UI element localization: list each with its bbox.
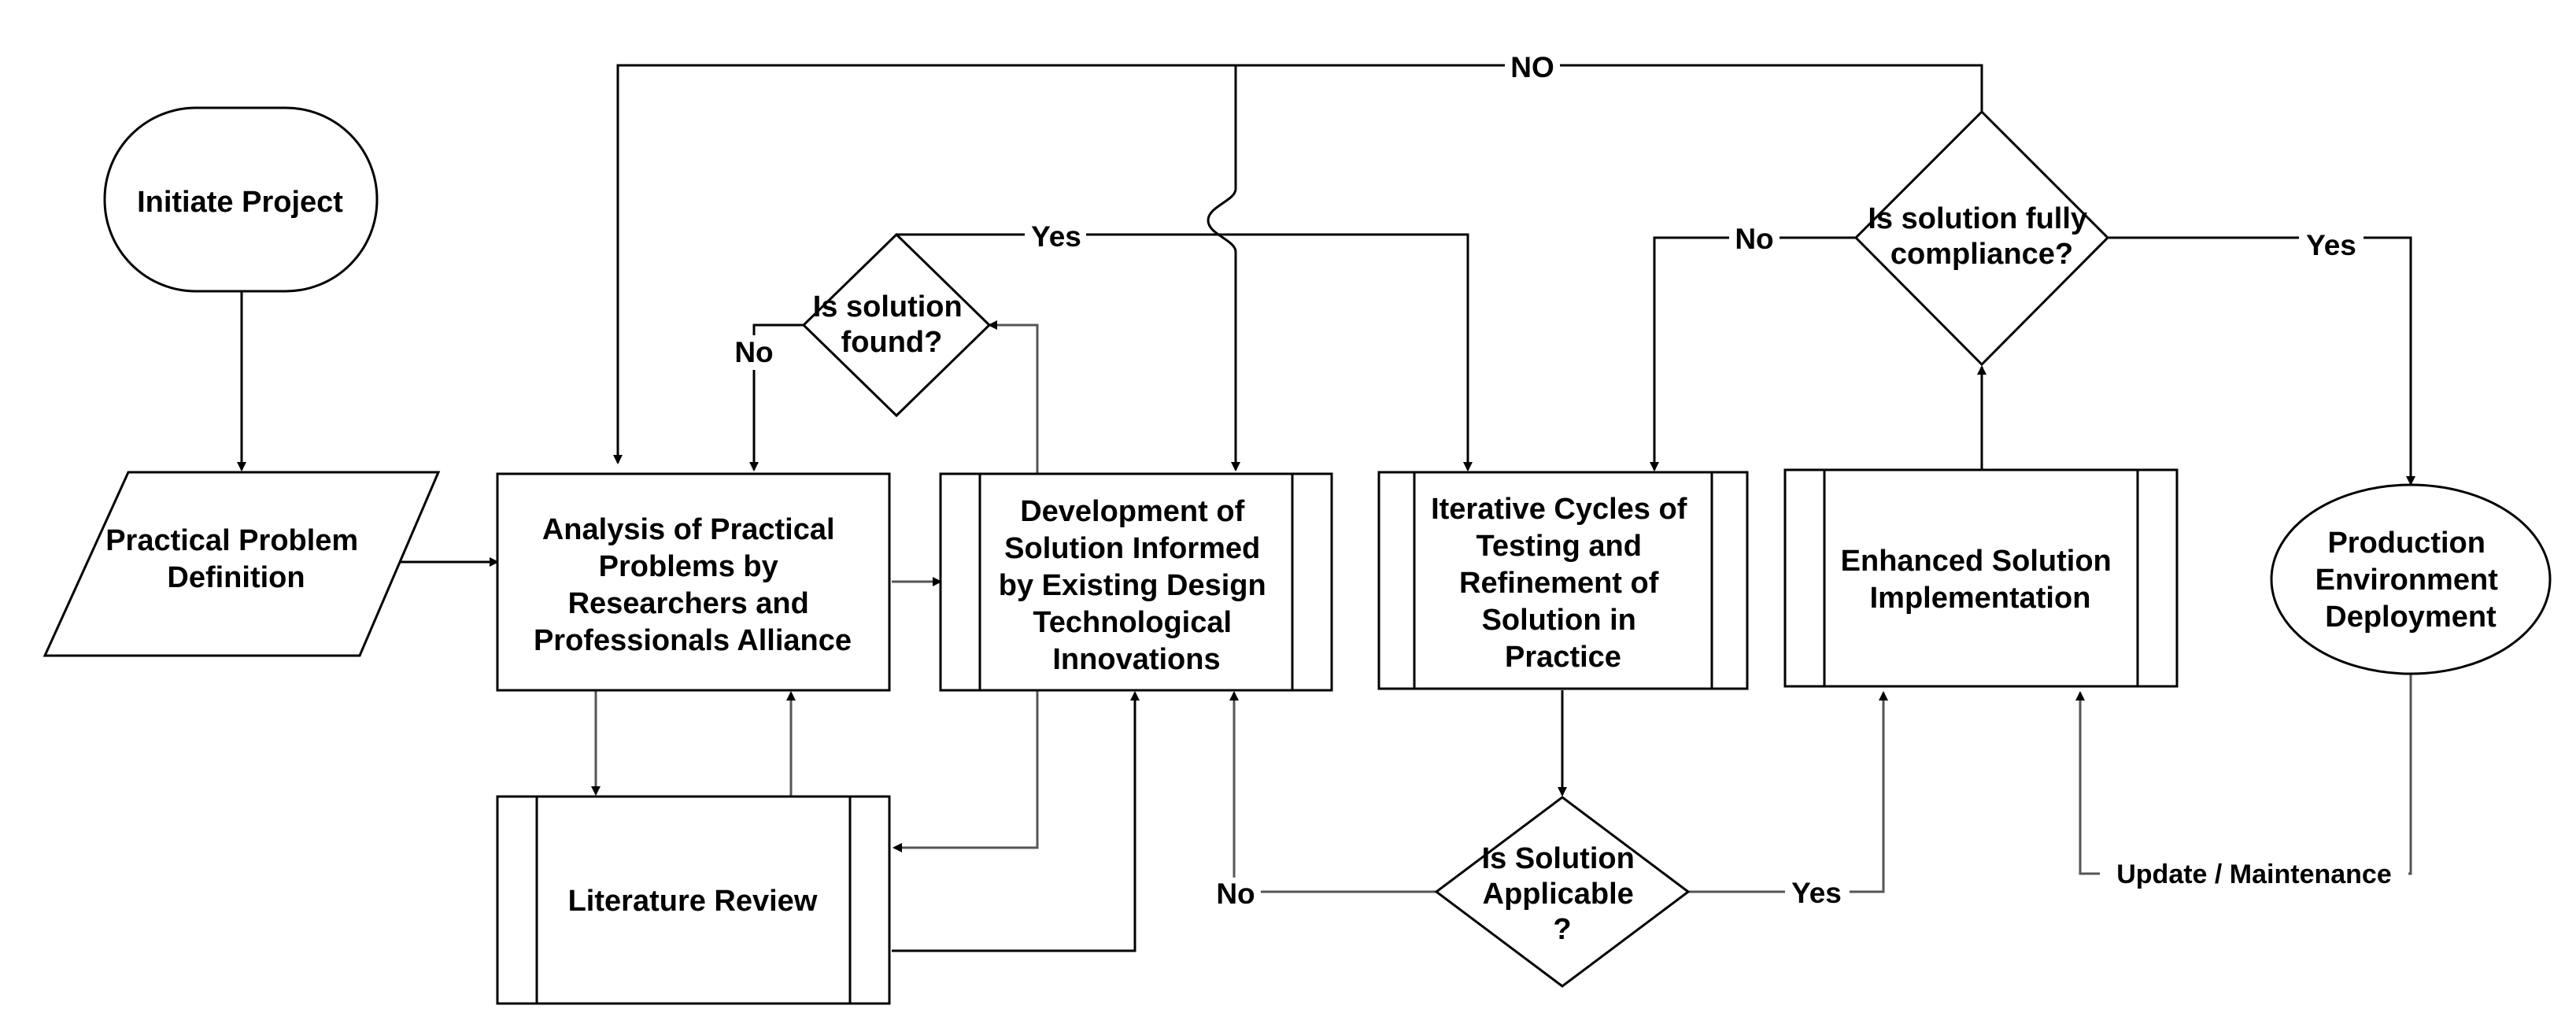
edge-label-yes-applicable: Yes (1791, 877, 1842, 909)
production-deployment-ellipse (2270, 483, 2552, 675)
literature-review-process-box (496, 795, 891, 1005)
edge-label-yes-compliance: Yes (2306, 229, 2356, 261)
is-solution-applicable-diamond (1434, 796, 1691, 988)
edge-label-no-top: NO (1510, 51, 1554, 83)
practical-problem-definition-label: Practical Problem Definition (105, 524, 367, 594)
analysis-label: Analysis of Practical Problems by Resear… (534, 513, 852, 657)
edge-label-no-applicable: No (1216, 878, 1255, 910)
nodes (43, 106, 2552, 1005)
edge-production-update-to-enhanced (2075, 675, 2412, 875)
edge-label-update-maintenance: Update / Maintenance (2116, 859, 2392, 889)
edge-found-no-to-analysis (749, 323, 804, 471)
edge-applicable-yes-to-enhanced (1688, 691, 1888, 893)
iterative-process-box (1377, 471, 1749, 690)
is-solution-compliance-label: Is solution fully compliance? (1868, 202, 2095, 271)
practical-problem-definition-shape (43, 471, 441, 657)
edge-labels: NO Yes No No Yes No Yes Update / Mainten… (730, 49, 2408, 910)
is-solution-found-label: Is solution found? (813, 290, 971, 359)
edge-compliance-yes-to-production (2108, 236, 2415, 486)
edge-development-to-literature (893, 690, 1039, 852)
analysis-box (496, 472, 891, 692)
edge-label-yes-found: Yes (1031, 220, 1081, 253)
production-label: Production Environment Deployment (2315, 527, 2507, 634)
edge-development-to-found (988, 320, 1039, 474)
initiate-project-label: Initiate Project (137, 186, 343, 219)
edge-label-no-found: No (734, 336, 773, 368)
development-process-box (939, 472, 1333, 692)
edge-applicable-no-to-development (1229, 691, 1439, 893)
edge-compliance-no-to-iterative (1650, 236, 1856, 471)
enhanced-process-box (1783, 468, 2179, 688)
is-solution-found-diamond (801, 232, 992, 418)
edge-label-no-compliance: No (1735, 223, 1773, 255)
enhanced-label: Enhanced Solution Implementation (1841, 545, 2120, 615)
edge-top-no-to-development (1207, 65, 1240, 471)
edge-found-yes-to-iterative (896, 233, 1473, 471)
literature-review-label: Literature Review (568, 885, 818, 918)
edge-literature-to-development (892, 691, 1140, 952)
iterative-label: Iterative Cycles of Testing and Refineme… (1431, 493, 1695, 674)
edge-top-no-loop (613, 64, 1983, 464)
is-solution-compliance-diamond (1853, 109, 2110, 367)
initiate-project-terminator (103, 106, 379, 293)
is-solution-applicable-label: Is Solution Applicable ? (1482, 842, 1643, 946)
development-label: Development of Solution Informed by Exis… (999, 495, 1275, 676)
node-labels: Initiate Project Practical Problem Defin… (105, 186, 2507, 946)
